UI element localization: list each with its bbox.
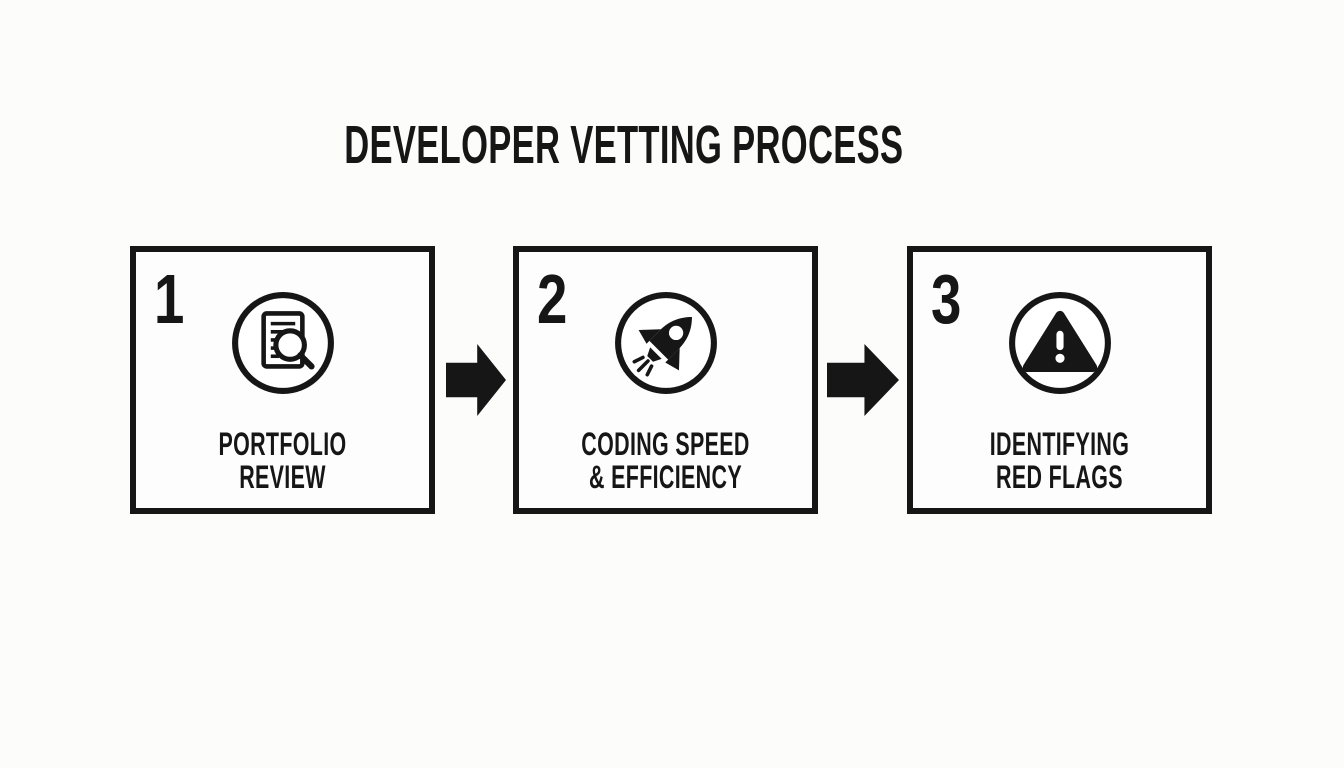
step-number: 3 xyxy=(931,260,962,338)
rocket-icon xyxy=(613,290,719,396)
document-search-icon xyxy=(230,290,336,396)
warning-icon xyxy=(1007,290,1113,396)
step-card-portfolio-review: 1 PORTFOLIO REVIEW xyxy=(130,246,435,514)
step-label: PORTFOLIO REVIEW xyxy=(218,426,347,495)
page-title: DEVELOPER VETTING PROCESS xyxy=(344,115,904,175)
step-label: CODING SPEED & EFFICIENCY xyxy=(581,426,750,495)
arrow-right-icon xyxy=(446,344,506,416)
arrow-right-icon xyxy=(827,344,899,416)
step-label: IDENTIFYING RED FLAGS xyxy=(989,426,1130,495)
step-number: 1 xyxy=(154,260,185,338)
title-container: DEVELOPER VETTING PROCESS xyxy=(0,118,1248,172)
step-number: 2 xyxy=(537,260,568,338)
step-card-coding-speed: 2 CODING SPEED & EFFICIENCY xyxy=(513,246,818,514)
step-card-red-flags: 3 IDENTIFYING RED FLAGS xyxy=(907,246,1212,514)
